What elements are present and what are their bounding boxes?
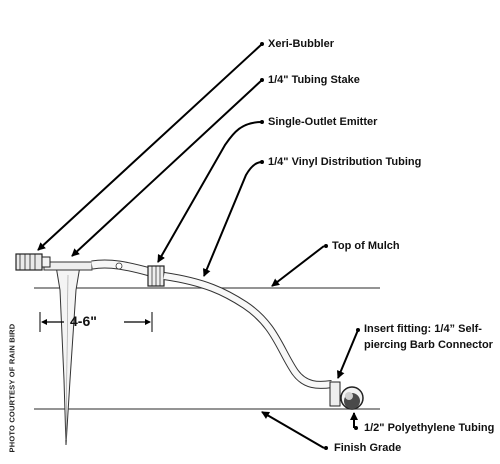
xeri-bubbler <box>15 253 51 271</box>
photo-credit: PHOTO COURTESY OF RAIN BIRD <box>7 323 17 453</box>
label-insert-fitting-line2: piercing Barb Connector <box>364 339 493 351</box>
leader-vinyl-tubing <box>202 161 263 277</box>
vinyl-distribution-tubing <box>163 272 333 389</box>
barb-connector <box>329 381 341 407</box>
single-outlet-emitter <box>147 265 165 287</box>
label-vinyl-distribution-tubing: 1/4" Vinyl Distribution Tubing <box>268 156 422 168</box>
label-tubing-stake: 1/4" Tubing Stake <box>268 74 360 86</box>
leader-top-of-mulch <box>271 245 325 287</box>
leader-insert-fitting <box>337 329 359 379</box>
leader-tubing-stake <box>71 79 263 257</box>
leader-finish-grade <box>261 411 325 449</box>
label-single-outlet-emitter: Single-Outlet Emitter <box>268 116 378 128</box>
label-xeri-bubbler: Xeri-Bubbler <box>268 38 335 50</box>
label-insert-fitting-line1: Insert fitting: 1/4” Self- <box>364 323 482 335</box>
leader-single-outlet-emitter <box>157 121 263 263</box>
label-finish-grade: Finish Grade <box>334 442 402 454</box>
dimension-marker <box>39 312 153 332</box>
label-top-of-mulch: Top of Mulch <box>332 240 400 252</box>
leader-xeri-bubbler <box>37 43 263 251</box>
dimension-label: 4-6" <box>70 313 97 329</box>
label-polyethylene-tubing: 1/2" Polyethylene Tubing <box>364 422 495 434</box>
